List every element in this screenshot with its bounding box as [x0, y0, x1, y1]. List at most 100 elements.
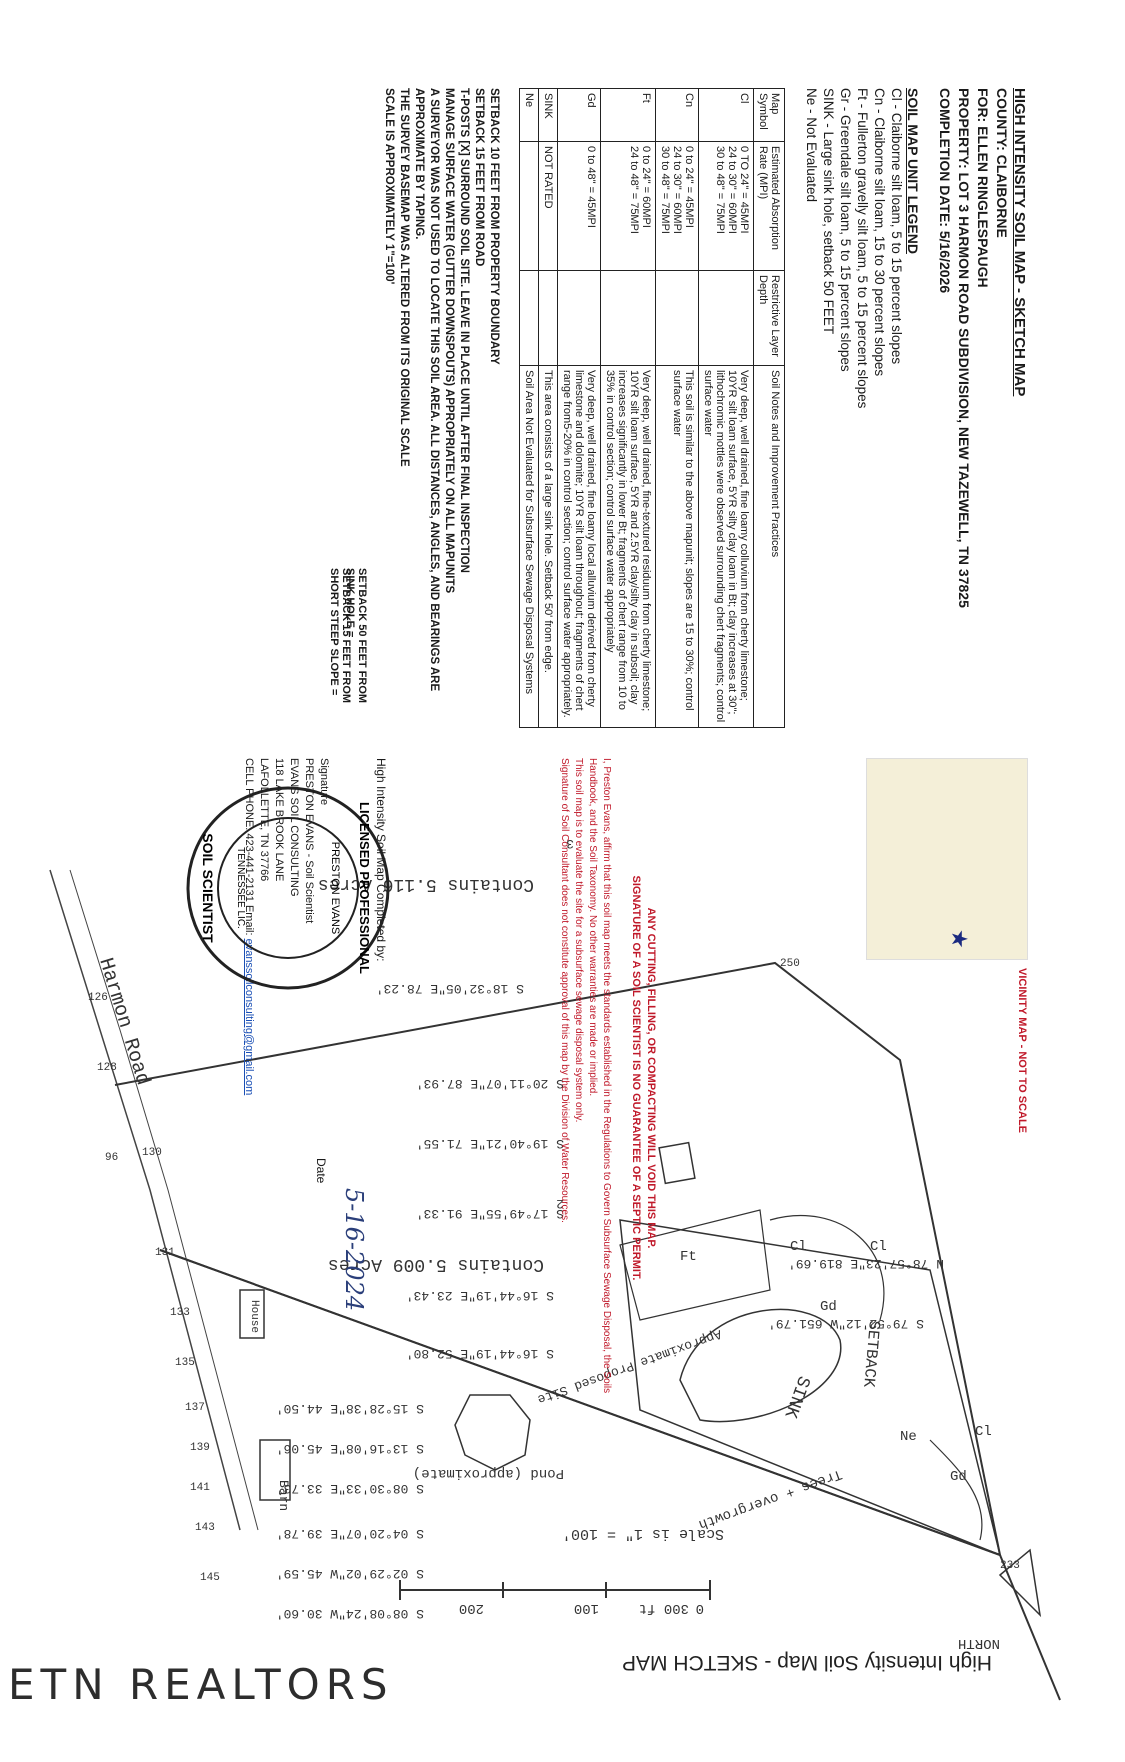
bearing-2: N 78°57'23"E 819.69': [788, 1256, 944, 1271]
table-cell: [600, 270, 656, 366]
legend-item: Gr - Greendale silt loam, 5 to 15 percen…: [838, 88, 853, 372]
soil-label-cl-2: Cl: [870, 1239, 887, 1255]
table-cell: Cn: [655, 88, 699, 142]
bearing-12: S 04°20'07"E 39.78': [276, 1526, 424, 1541]
warning-line: SIGNATURE OF A SOIL SCIENTIST IS NO GUAR…: [630, 875, 642, 1281]
warning-block: ANY CUTTING, FILLING, OR COMPACTING WILL…: [628, 808, 658, 1348]
setback-notes: SETBACK 10 FEET FROM PROPERTY BOUNDARY S…: [381, 88, 501, 708]
table-cell: [519, 270, 539, 366]
affirmation-line: I, Preston Evans, affirm that this soil …: [587, 758, 612, 1394]
scale-tick-label-300: 300 ft: [639, 1600, 689, 1616]
scale-tick-label-100: 100: [574, 1600, 599, 1616]
bearing-6: S 17°49'55"E 91.33': [416, 1206, 564, 1221]
table-cell: 0 to 48" = 45MPI: [557, 141, 601, 271]
bearing-5: S 19°40'21"E 71.55': [416, 1136, 564, 1151]
seal-top-text: LICENSED PROFESSIONAL: [357, 802, 372, 974]
date-label: Date: [314, 1158, 328, 1184]
table-cell: Very deep, well drained, fine-textured r…: [600, 365, 656, 728]
legend-item: Ft - Fullerton gravelly silt loam, 5 to …: [855, 88, 870, 409]
bearing-9: S 15°28'38"E 44.50': [276, 1401, 424, 1416]
sheet-title: HIGH INTENSITY SOIL MAP - SKETCH MAP: [1011, 88, 1028, 397]
scale-note: Scale is 1" = 100': [562, 1525, 724, 1542]
lot2-south: [999, 1554, 1061, 1701]
signature-block: High Intensity Soil Map Completed by: Si…: [186, 758, 390, 1398]
table-cell: [655, 270, 699, 366]
bearing-13: S 02°29'02"W 45.59': [276, 1566, 424, 1581]
station-label: 250: [780, 958, 800, 970]
affirmation-line: This soil map is to evaluate the site fo…: [573, 758, 584, 1123]
table-row: SINK NOT RATED This area consists of a l…: [538, 88, 558, 728]
house-label: House: [248, 1300, 260, 1333]
affirmation: I, Preston Evans, affirm that this soil …: [557, 758, 613, 1398]
cl-curve: [769, 1215, 885, 1321]
bearing-4: S 20°11'07"E 87.93': [416, 1076, 564, 1091]
soil-map-sheet: HIGH INTENSITY SOIL MAP - SKETCH MAP COU…: [68, 58, 1068, 1578]
note: A SURVEYOR WAS NOT USED TO LOCATE THIS S…: [413, 88, 440, 692]
bearing-3: S 18°32'05"E 78.23': [376, 981, 524, 996]
station-label: 137: [185, 1402, 205, 1414]
note: SETBACK 10 FEET FROM PROPERTY BOUNDARY: [488, 88, 500, 365]
lot-divider: [159, 1249, 1001, 1556]
sink-outline: [679, 1308, 842, 1423]
house-outline: [239, 1289, 265, 1339]
soil-label-cl: Cl: [790, 1239, 807, 1255]
lot3-number: 3: [566, 836, 574, 851]
client-line: FOR: ELLEN RINGLESPAUGH: [975, 88, 991, 288]
sketch-map-title: High Intensity Soil Map - SKETCH MAP: [622, 1651, 992, 1674]
note: SETBACK 15 FEET FROM ROAD: [473, 88, 485, 267]
legend-column: HIGH INTENSITY SOIL MAP - SKETCH MAP COU…: [328, 88, 1028, 728]
soil-area: [619, 1219, 1002, 1557]
note: T-POSTS [X] SURROUND SOIL SITE. LEAVE IN…: [458, 88, 470, 573]
bearing-11: S 08°30'33"E 33.73': [276, 1481, 424, 1496]
bearing-8: S 16°44'19"E 52.80': [406, 1346, 554, 1361]
table-cell: Very deep, well drained, fine loamy coll…: [698, 365, 754, 728]
setback-label: SETBACK: [859, 1320, 883, 1389]
note: THE SURVEY BASEMAP WAS ALTERED FROM ITS …: [398, 88, 410, 467]
col-header: Soil Notes and Improvement Practices: [753, 365, 785, 728]
soil-label-cl-3: Cl: [975, 1424, 992, 1440]
station-label: 128: [97, 1062, 117, 1074]
soil-label-gd-2: Gd: [950, 1469, 967, 1485]
legend-item: SINK - Large sink hole, setback 50 FEET: [821, 88, 836, 335]
gd-curve: [929, 1439, 983, 1541]
brand-watermark: ETN REALTORS: [8, 1660, 394, 1709]
table-header-row: Map Symbol Estimated Absorption Rate (MP…: [753, 88, 785, 728]
table-row: Ne Soil Area Not Evaluated for Subsurfac…: [519, 88, 539, 728]
vicinity-label: VICINITY MAP - NOT TO SCALE: [1016, 968, 1028, 1134]
star-icon: ★: [947, 929, 972, 949]
barn-outline: [259, 1439, 291, 1501]
station-label: 145: [200, 1572, 220, 1584]
legend-item: Ne - Not Evaluated: [804, 88, 819, 203]
slope-setback-note: SETBACK 15 FEET FROM SHORT STEEP SLOPE =: [328, 568, 352, 704]
signed-date: 5-16-2024: [340, 1188, 368, 1312]
table-cell: This soil is similar to the above mapuni…: [655, 365, 699, 728]
table-cell: Cl: [698, 88, 754, 142]
lot2-number: 2: [556, 1196, 564, 1211]
property-line: PROPERTY: LOT 3 HARMON ROAD SUBDIVISION,…: [956, 88, 972, 608]
station-label: 96: [105, 1152, 118, 1164]
table-cell: [519, 141, 539, 271]
soil-label-gd: Gd: [820, 1299, 837, 1315]
note: SCALE IS APPROXIMATELY 1"=100': [383, 88, 395, 285]
station-label: 135: [175, 1357, 195, 1369]
table-row: Gd 0 to 48" = 45MPI Very deep, well drai…: [557, 88, 601, 728]
affirmation-line: Signature of Soil Consultant does not co…: [559, 758, 570, 1223]
road-edge-2: [69, 869, 259, 1531]
road-edge: [49, 869, 241, 1531]
station-label: 131: [155, 1247, 175, 1259]
table-row: Cl 0 TO 24" = 45MPI 24 to 30" = 60MPI 30…: [698, 88, 754, 728]
bearing-14: S 08°08'24"W 30.60': [276, 1606, 424, 1621]
table-cell: [557, 270, 601, 366]
bearing-10: S 13°16'08"E 45.06': [276, 1441, 424, 1456]
scale-tick-label-200: 200: [459, 1600, 484, 1616]
seal-license: TENNESSEE LIC.: [235, 847, 246, 929]
table-cell: Ne: [519, 88, 539, 142]
table-row: Cn 0 to 24" = 45MPI 24 to 30" = 60MPI 30…: [655, 88, 699, 728]
table-cell: [698, 270, 754, 366]
soil-label-ft: Ft: [680, 1249, 697, 1265]
lot2-label: Contains 5.009 Acres: [328, 1254, 544, 1274]
seal-name: PRESTON EVANS: [329, 842, 341, 935]
seal-bottom-text: SOIL SCIENTIST: [200, 833, 216, 943]
col-header: Estimated Absorption Rate (MPI): [753, 141, 785, 271]
station-label: 126: [88, 992, 108, 1004]
